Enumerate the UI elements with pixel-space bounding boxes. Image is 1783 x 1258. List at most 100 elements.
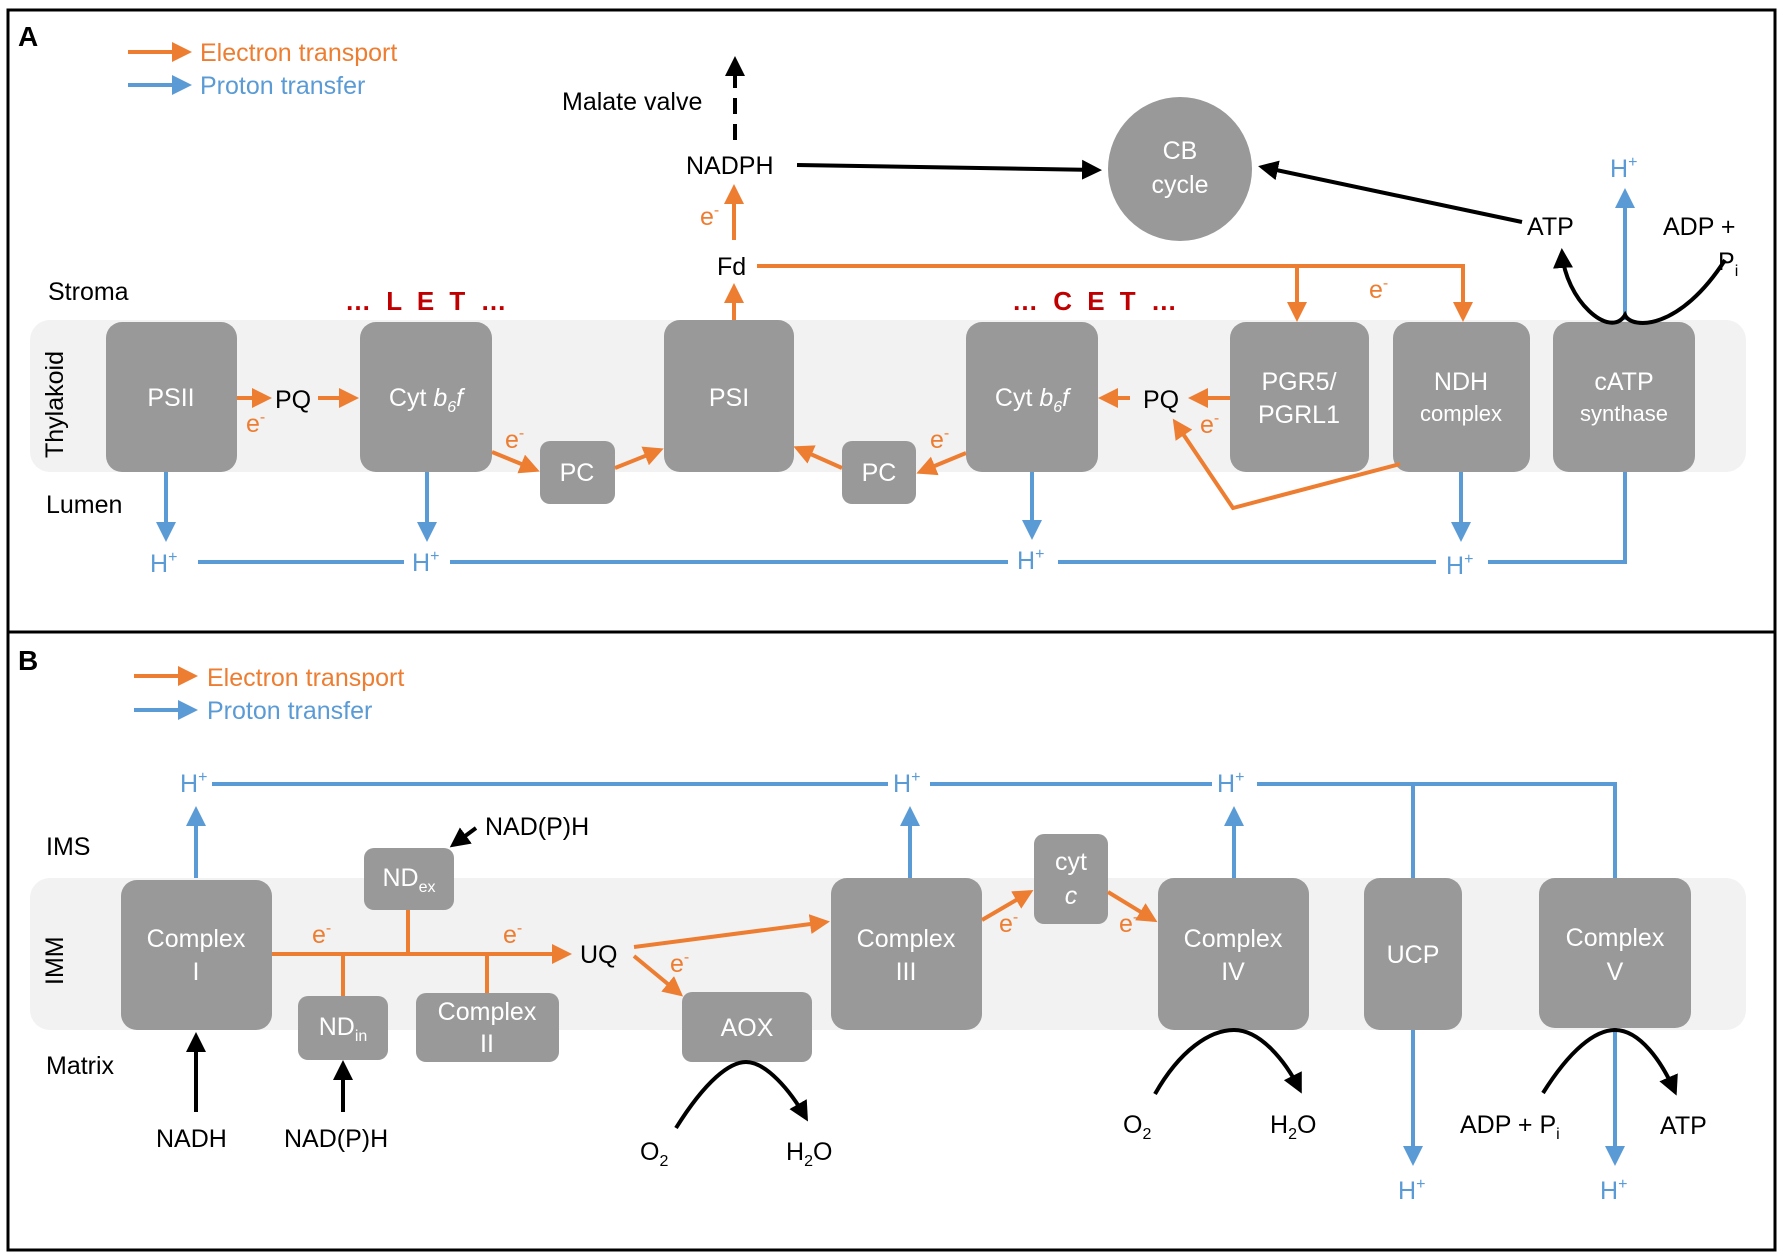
catp-label: cATP bbox=[1594, 368, 1653, 396]
nd-ex-label: NDex bbox=[382, 864, 435, 896]
pc-label-cet: PC bbox=[862, 459, 897, 487]
pgrl1-label: PGRL1 bbox=[1258, 401, 1340, 429]
psii-box bbox=[106, 322, 237, 472]
nadph-in-label: NAD(P)H bbox=[284, 1125, 388, 1153]
e-label-psii: e- bbox=[246, 409, 265, 438]
region-ims: IMS bbox=[46, 833, 90, 861]
cyt-c-letter: c bbox=[1065, 882, 1078, 910]
panel-a-legend: Electron transport Proton transfer bbox=[128, 39, 397, 100]
complex-iii-numeral: III bbox=[896, 958, 917, 986]
complex-v-numeral: V bbox=[1607, 958, 1624, 986]
pi-label: Pi bbox=[1718, 248, 1738, 280]
h-label-ucp: H+ bbox=[1398, 1176, 1425, 1205]
cyt-b6f-box-cet bbox=[966, 322, 1098, 472]
cyt-b6f-label-cet: Cyt b6f bbox=[995, 384, 1072, 416]
e-label-fd-ndh: e- bbox=[1369, 275, 1388, 304]
region-lumen: Lumen bbox=[46, 491, 122, 519]
legend-electron-label: Electron transport bbox=[200, 39, 397, 67]
legend-proton-label: Proton transfer bbox=[200, 72, 365, 100]
atp-label: ATP bbox=[1527, 213, 1574, 241]
complex-v-box bbox=[1539, 878, 1691, 1028]
e-label-ci: e- bbox=[312, 920, 331, 949]
fd-label: Fd bbox=[717, 253, 746, 281]
pc-box-let bbox=[540, 441, 615, 504]
complex-iv-box bbox=[1158, 878, 1309, 1030]
cyt-b6f-box-let bbox=[360, 322, 492, 472]
h-label-cv: H+ bbox=[1600, 1176, 1627, 1205]
h2o-label-iv: H2O bbox=[1270, 1111, 1316, 1143]
panel-a-black-arrows bbox=[725, 56, 1727, 325]
e-label-fd-nadph: e- bbox=[700, 202, 719, 231]
region-thylakoid: Thylakoid bbox=[41, 351, 69, 458]
psii-label: PSII bbox=[147, 384, 194, 412]
pq-label-let: PQ bbox=[275, 386, 311, 414]
panel-a-letter: A bbox=[18, 21, 38, 52]
complex-iii-box bbox=[831, 878, 982, 1030]
panel-a: A Electron transport Proton transfer Str… bbox=[6, 8, 1777, 634]
catp-synthase-box bbox=[1553, 322, 1695, 472]
h-label-cyt-let: H+ bbox=[412, 548, 439, 577]
complex-iii-label: Complex bbox=[857, 925, 956, 953]
uq-label: UQ bbox=[580, 941, 618, 969]
ndh-label: NDH bbox=[1434, 368, 1488, 396]
cycle-label: cycle bbox=[1152, 171, 1209, 199]
complex-ii-label: Complex bbox=[438, 998, 537, 1026]
psi-box bbox=[664, 320, 794, 472]
cyt-b6f-label-let: Cyt b6f bbox=[389, 384, 466, 416]
ucp-label: UCP bbox=[1387, 941, 1440, 969]
e-label-cii: e- bbox=[503, 920, 522, 949]
nadph-ex-label: NAD(P)H bbox=[485, 813, 589, 841]
complex-i-numeral: I bbox=[193, 958, 200, 986]
ndh-complex-label: complex bbox=[1420, 401, 1502, 426]
pq-label-cet: PQ bbox=[1143, 386, 1179, 414]
aox-label: AOX bbox=[721, 1014, 774, 1042]
panel-a-proton-arrows bbox=[156, 188, 1635, 564]
nadph-label: NADPH bbox=[686, 152, 774, 180]
panel-b-letter: B bbox=[18, 645, 38, 676]
nd-in-box bbox=[298, 996, 388, 1060]
h-label-catp: H+ bbox=[1610, 154, 1637, 183]
let-label: … L E T … bbox=[345, 286, 511, 316]
ndh-complex-box bbox=[1393, 322, 1530, 472]
h-label-ci: H+ bbox=[180, 769, 207, 798]
h-label-civ: H+ bbox=[1217, 769, 1244, 798]
atp-label-b: ATP bbox=[1660, 1112, 1707, 1140]
cb-cycle-circle bbox=[1108, 97, 1252, 241]
pc-label-let: PC bbox=[560, 459, 595, 487]
o2-label-aox: O2 bbox=[640, 1138, 668, 1170]
malate-valve-label: Malate valve bbox=[562, 88, 702, 116]
pgr5-pgrl1-box bbox=[1230, 322, 1369, 472]
complex-ii-numeral: II bbox=[480, 1030, 494, 1058]
panel-b-legend: Electron transport Proton transfer bbox=[134, 664, 404, 725]
h-label-psii: H+ bbox=[150, 549, 177, 578]
cyt-c-label: cyt bbox=[1055, 848, 1087, 876]
region-stroma: Stroma bbox=[48, 278, 129, 306]
psi-label: PSI bbox=[709, 384, 749, 412]
adp-pi-label: ADP + Pi bbox=[1460, 1111, 1560, 1143]
cb-label: CB bbox=[1163, 137, 1198, 165]
adp-label: ADP + bbox=[1663, 213, 1736, 241]
legend-electron-label-b: Electron transport bbox=[207, 664, 404, 692]
pc-box-cet bbox=[842, 441, 916, 504]
complex-ii-box bbox=[416, 993, 559, 1062]
e-label-ndh-pq: e- bbox=[1200, 410, 1219, 439]
h-label-ndh: H+ bbox=[1446, 551, 1473, 580]
nd-in-label: NDin bbox=[319, 1013, 368, 1045]
panel-b-electron-arrows bbox=[272, 889, 1158, 997]
e-label-ciii-cytc: e- bbox=[999, 909, 1018, 938]
h-label-ciii: H+ bbox=[893, 769, 920, 798]
panel-b-frame bbox=[6, 630, 1777, 1252]
e-label-aox: e- bbox=[670, 949, 689, 978]
pgr5-label: PGR5/ bbox=[1261, 368, 1336, 396]
aox-box bbox=[682, 992, 812, 1062]
panel-b-black-arrows bbox=[186, 826, 1678, 1130]
region-matrix: Matrix bbox=[46, 1052, 115, 1080]
h2o-label-aox: H2O bbox=[786, 1138, 832, 1170]
e-label-cyt-pc-cet: e- bbox=[930, 425, 949, 454]
region-imm: IMM bbox=[41, 936, 69, 985]
complex-iv-numeral: IV bbox=[1221, 958, 1245, 986]
cet-label: … C E T … bbox=[1012, 286, 1181, 316]
complex-i-box bbox=[121, 880, 272, 1030]
nadh-label: NADH bbox=[156, 1125, 227, 1153]
